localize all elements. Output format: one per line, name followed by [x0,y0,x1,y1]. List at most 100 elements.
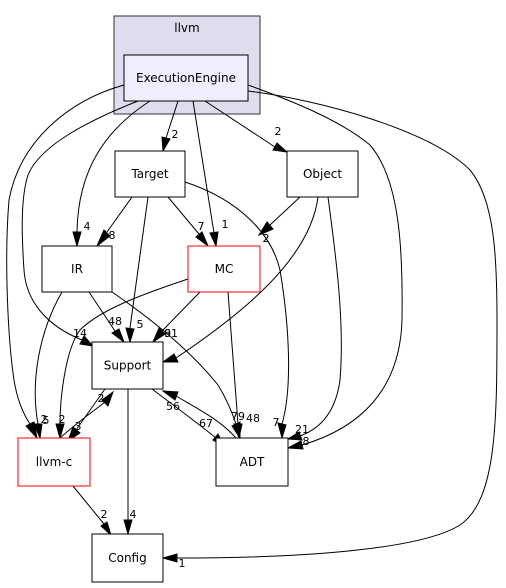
node-label: Support [104,359,152,373]
node-label: Target [130,167,168,181]
edge-executionengine-to-llvm-c[interactable]: 5 [6,84,125,440]
edge-line [151,388,217,439]
arrowhead-icon [79,335,95,347]
node-box [41,245,113,293]
edge-target-to-support[interactable]: 5 [125,196,149,344]
edge-label: 1 [179,557,186,570]
edge-label: 1 [222,218,229,231]
node-box [17,437,91,487]
node-config[interactable]: Config [91,533,164,583]
edge-label: 79 [231,410,245,423]
edge-ir-to-support[interactable]: 48 [88,291,126,344]
edge-object-to-adt[interactable]: 21 [286,196,342,441]
edge-support-to-adt[interactable]: 67 [151,388,226,448]
cluster-label: llvm [174,21,199,35]
edge-object-to-support[interactable]: 61 [161,196,319,363]
node-box [114,150,186,198]
edge-line [111,291,237,425]
node-target[interactable]: Target [114,150,186,198]
edge-label: 8 [109,229,116,242]
node-label: Config [108,551,147,565]
edge-executionengine-to-object[interactable]: 2 [204,100,289,153]
node-box [215,437,289,487]
edge-line [165,100,179,139]
arrowhead-icon [286,431,303,441]
edge-label: 2 [172,128,179,141]
node-object[interactable]: Object [286,150,359,198]
edge-support-to-config[interactable]: 4 [123,389,137,536]
edge-line [184,181,290,425]
edge-line [75,388,106,431]
edge-line [161,291,201,332]
edge-label: 21 [295,423,309,436]
node-adt[interactable]: ADT [215,437,289,487]
edge-adt-to-support[interactable]: 56 [161,390,237,439]
edge-line [6,84,125,425]
edge-line [59,401,106,439]
edge-mc-to-adt[interactable]: 48 [227,291,260,440]
edge-executionengine-to-adt[interactable]: 8 [247,84,403,450]
edge-ir-to-llvm-c[interactable]: 2 [33,291,63,440]
node-mc[interactable]: MC [187,245,261,293]
edge-target-to-mc[interactable]: 7 [167,196,210,248]
edge-label: 4 [84,220,91,233]
edge-line [204,100,276,148]
edge-label: 7 [198,220,205,233]
arrowhead-icon [101,390,115,407]
edge-line [176,90,498,559]
node-executionengine[interactable]: ExecutionEngine [123,54,249,102]
edge-executionengine-to-support[interactable]: 14 [21,100,139,347]
node-ir[interactable]: IR [41,245,113,293]
edge-label: 2 [41,413,48,426]
edge-executionengine-to-config[interactable]: 1 [161,90,498,570]
edge-line [72,485,105,525]
edge-label: 61 [164,327,178,340]
edge-line [167,196,200,235]
edge-label: 14 [73,327,87,340]
edge-line [34,291,63,425]
edge-label: 8 [303,435,310,448]
arrowhead-icon [123,519,133,536]
arrowhead-icon [100,521,113,537]
edge-llvm-c-to-support[interactable]: 2 [59,390,115,439]
edge-line [21,100,139,341]
node-support[interactable]: Support [91,341,164,390]
arrowhead-icon [209,231,219,248]
arrowhead-icon [96,229,111,247]
edge-executionengine-to-mc[interactable]: 1 [192,100,229,248]
edge-label: 48 [246,412,260,425]
edge-line [59,278,189,425]
arrowhead-icon [161,390,179,401]
arrowhead-icon [272,142,289,153]
arrowhead-icon [277,422,287,440]
arrowhead-icon [257,221,274,237]
edge-line [299,196,342,437]
edge-line [106,196,133,233]
edge-target-to-adt[interactable]: 7 [184,181,290,440]
node-llvm-c[interactable]: llvm-c [17,437,91,487]
edge-label: 39 [157,327,171,340]
edge-line [247,84,403,446]
node-box [187,245,261,293]
edge-llvm-c-to-config[interactable]: 2 [72,485,113,537]
arrowhead-icon [151,327,166,344]
edge-mc-to-llvm-c[interactable]: 2 [55,278,189,440]
edge-label: 2 [101,508,108,521]
edge-executionengine-to-target[interactable]: 2 [161,100,179,153]
arrowhead-icon [233,423,243,440]
edge-label: 56 [166,400,180,413]
edge-label: 5 [137,318,144,331]
edge-object-to-mc[interactable]: 2 [257,196,301,245]
arrowhead-icon [161,553,178,563]
edge-label: 2 [275,125,282,138]
arrowhead-icon [25,421,38,440]
edge-line [175,395,237,439]
edge-target-to-ir[interactable]: 8 [96,196,133,247]
edge-mc-to-support[interactable]: 39 [151,291,201,344]
edge-executionengine-to-ir[interactable]: 4 [72,100,151,248]
edge-line [192,100,215,234]
node-label: ExecutionEngine [136,71,236,85]
edge-line [227,291,239,425]
